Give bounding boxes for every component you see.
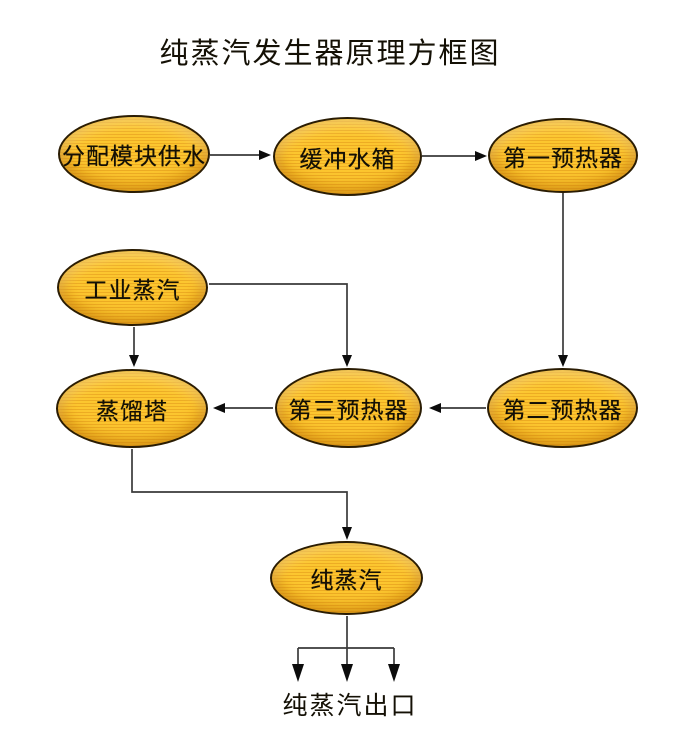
node-preheater-2: 第二预热器 (487, 368, 638, 448)
node-industrial-steam: 工业蒸汽 (57, 249, 208, 326)
node-label: 蒸馏塔 (96, 398, 168, 424)
node-label: 第二预热器 (502, 398, 623, 423)
node-label: 纯蒸汽 (310, 568, 383, 593)
node-preheater-3: 第三预热器 (275, 368, 422, 448)
edge-preheater-1-to-preheater-2 (558, 192, 568, 367)
outlet-arrowhead-middle (341, 664, 353, 682)
node-distillation-tower: 蒸馏塔 (56, 369, 208, 448)
diagram-title: 纯蒸汽发生器原理方框图 (159, 38, 501, 70)
outlet-arrowhead-right (388, 664, 400, 682)
pure-steam-outlet-label: 纯蒸汽出口 (282, 693, 418, 720)
node-pure-steam: 纯蒸汽 (270, 541, 423, 615)
edge-pure-steam-to-outlet (292, 616, 400, 682)
node-buffer-tank: 缓冲水箱 (273, 117, 422, 196)
edge-industrial-steam-to-distillation-tower (129, 327, 139, 367)
edge-supply-to-buffer-tank (210, 150, 271, 160)
node-label: 分配模块供水 (62, 144, 206, 169)
node-label: 缓冲水箱 (299, 146, 396, 172)
edge-preheater-2-to-preheater-3 (429, 403, 486, 413)
outlet-arrowhead-left (292, 664, 304, 682)
edge-buffer-tank-to-preheater-1 (422, 151, 487, 161)
node-preheater-1: 第一预热器 (488, 118, 638, 193)
edge-preheater-3-to-distillation-tower (213, 403, 273, 413)
edge-distillation-tower-to-pure-steam (131, 449, 352, 540)
edge-industrial-steam-to-preheater-3 (209, 283, 352, 367)
node-label: 工业蒸汽 (84, 277, 181, 303)
node-label: 第一预热器 (503, 145, 623, 171)
node-label: 第三预热器 (288, 398, 409, 423)
node-distribution-module-water-supply: 分配模块供水 (58, 115, 210, 193)
